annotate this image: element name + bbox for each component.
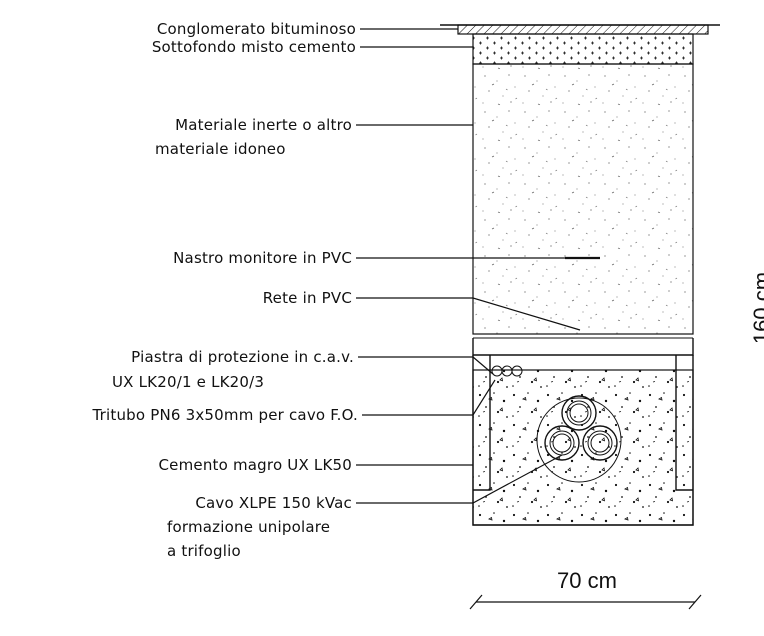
label-nastro: Nastro monitore in PVC (173, 249, 352, 267)
label-cavo-line1: Cavo XLPE 150 kVac (195, 494, 352, 512)
label-piastra-line1: Piastra di protezione in c.a.v. (131, 348, 354, 366)
backfill-layer (472, 63, 694, 335)
label-materiale-line1: Materiale inerte o altro (175, 116, 352, 134)
tritubo-pipes (491, 365, 523, 377)
trefoil-cables (536, 395, 622, 483)
depth-dimension-label: 160 cm (749, 272, 764, 344)
asphalt-layer (457, 24, 709, 35)
protection-plate (472, 338, 694, 356)
label-rete: Rete in PVC (263, 289, 352, 307)
label-conglomerato: Conglomerato bituminoso (157, 20, 356, 38)
width-dimension: 70 cm (469, 568, 702, 610)
label-piastra-line2: UX LK20/1 e LK20/3 (112, 373, 264, 391)
label-materiale-line2: materiale idoneo (155, 140, 286, 158)
callout-labels: Conglomerato bituminoso Sottofondo misto… (91, 20, 358, 560)
depth-dimension: 160 cm (749, 272, 764, 344)
trench-section (440, 24, 720, 526)
cable-top (561, 395, 597, 431)
label-cemento: Cemento magro UX LK50 (159, 456, 353, 474)
cement-subgrade-layer (472, 33, 694, 65)
label-tritubo: Tritubo PN6 3x50mm per cavo F.O. (91, 406, 358, 424)
width-dimension-label: 70 cm (557, 568, 617, 593)
cable-right (582, 425, 618, 461)
leader-lines (356, 28, 581, 504)
label-cavo-line3: a trifoglio (167, 542, 241, 560)
label-sottofondo: Sottofondo misto cemento (152, 38, 356, 56)
label-cavo-line2: formazione unipolare (167, 518, 330, 536)
